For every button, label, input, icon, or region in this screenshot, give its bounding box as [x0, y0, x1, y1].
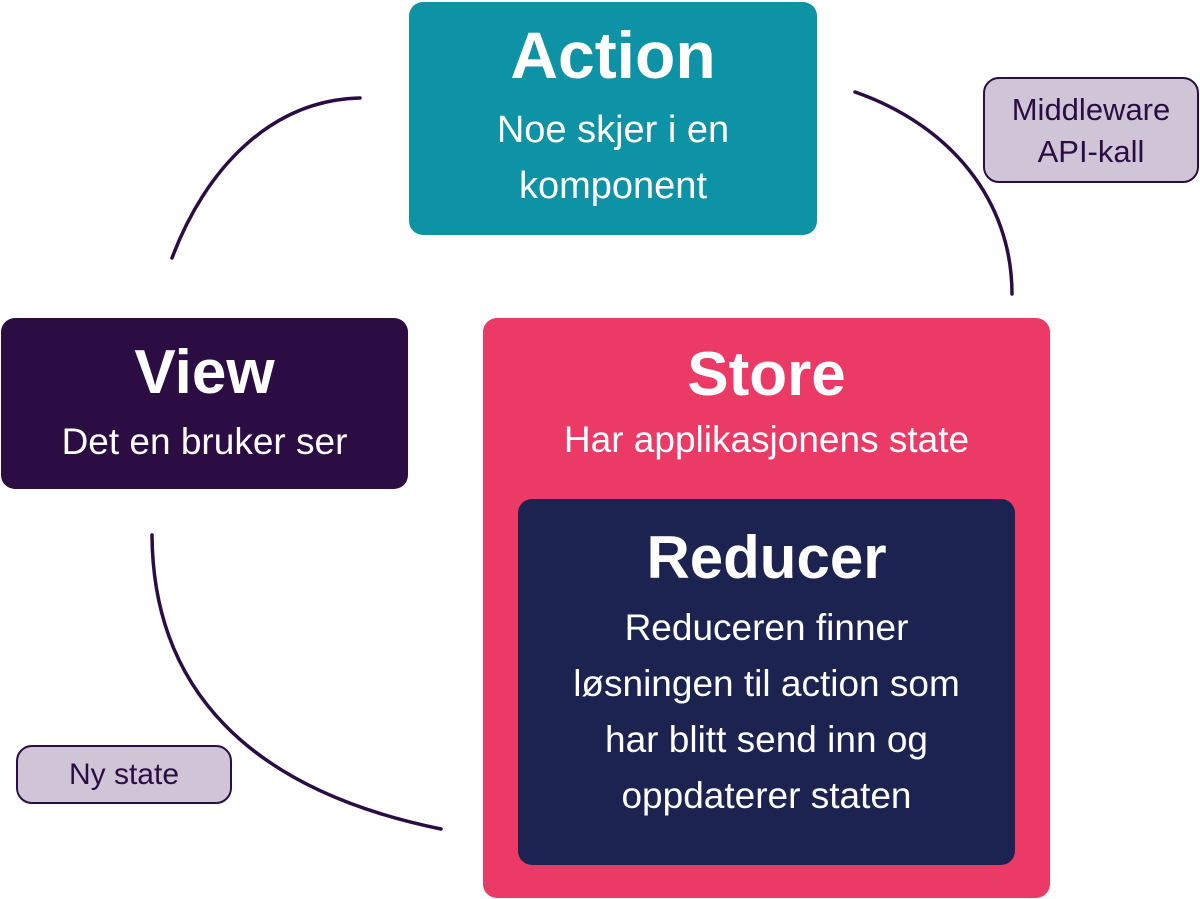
action-description: Noe skjer i en komponent — [496, 109, 730, 207]
store-description: Har applikasjonens state — [563, 419, 970, 460]
view-node: View Det en bruker ser — [1, 318, 408, 489]
reducer-title: Reducer — [646, 524, 887, 591]
view-description: Det en bruker ser — [61, 421, 348, 462]
new-state-note: Ny state — [16, 745, 232, 804]
middleware-note: Middleware API-kall — [983, 77, 1199, 183]
action-title: Action — [510, 18, 716, 92]
connector-view-to-action — [170, 96, 362, 260]
action-node: Action Noe skjer i en komponent — [409, 2, 817, 235]
reducer-node: Reducer Reduceren finner løsningen til a… — [518, 499, 1015, 865]
view-title: View — [134, 338, 275, 407]
store-title: Store — [687, 340, 846, 409]
reducer-description: Reduceren finner løsningen til action so… — [573, 607, 960, 816]
